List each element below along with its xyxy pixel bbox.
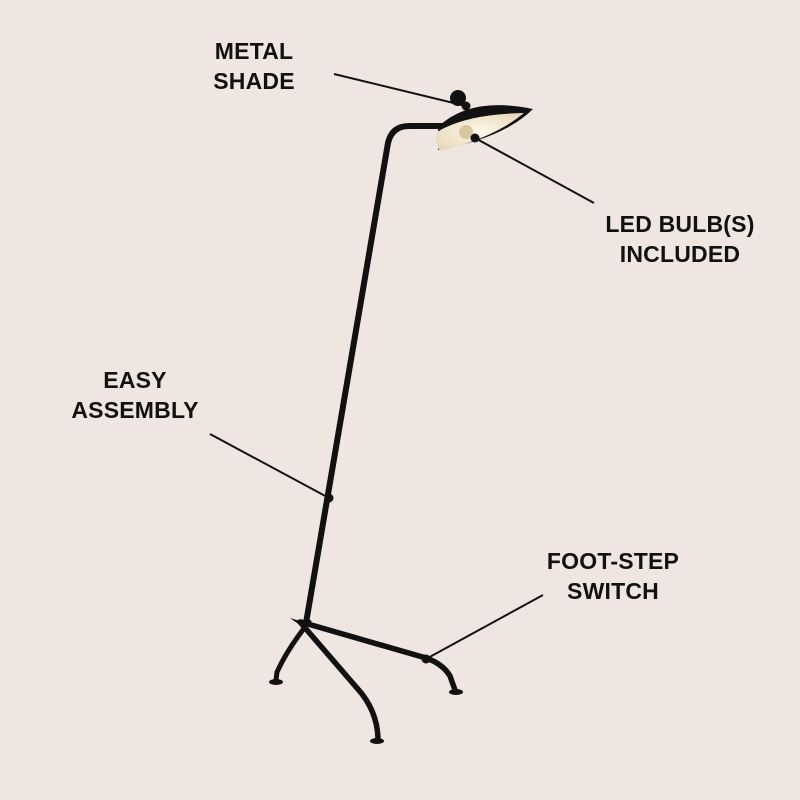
lamp-front-leg — [297, 619, 381, 741]
metal-shade-label-line-2: SHADE — [213, 68, 295, 94]
easy-assembly-label-line-2: ASSEMBLY — [71, 397, 199, 423]
easy-assembly-callout-line — [209, 433, 330, 499]
lamp-base-junction — [290, 618, 310, 628]
shade-interior — [436, 113, 524, 151]
right-foot — [449, 689, 463, 695]
foot-step-switch-callout-line — [425, 594, 544, 660]
metal-shade-label-line-1: METAL — [214, 38, 294, 64]
metal-shade-callout-dot — [461, 101, 471, 111]
led-bulbs-label-line-2: INCLUDED — [619, 241, 741, 267]
led-bulbs-callout-line — [474, 137, 595, 204]
shade-top-knob — [450, 90, 466, 106]
led-bulbs-callout-dot — [470, 133, 480, 143]
metal-shade-label: METAL SHADE — [211, 36, 297, 96]
led-bulbs-label-line-1: LED BULB(S) — [605, 211, 755, 237]
left-foot — [269, 679, 283, 685]
easy-assembly-label-line-1: EASY — [103, 367, 167, 393]
foot-step-switch-callout-dot — [421, 654, 431, 664]
foot-step-switch-label: FOOT-STEP SWITCH — [538, 546, 688, 606]
front-foot — [370, 738, 384, 744]
foot-step-switch-label-line-1: FOOT-STEP — [546, 548, 680, 574]
metal-shade-callout-line — [333, 73, 467, 107]
bulb-socket — [459, 125, 473, 139]
lamp-pole — [303, 123, 448, 626]
easy-assembly-callout-dot — [324, 493, 334, 503]
led-bulbs-label: LED BULB(S) INCLUDED — [590, 209, 770, 269]
easy-assembly-label: EASY ASSEMBLY — [54, 365, 216, 425]
foot-step-switch-label-line-2: SWITCH — [567, 578, 659, 604]
